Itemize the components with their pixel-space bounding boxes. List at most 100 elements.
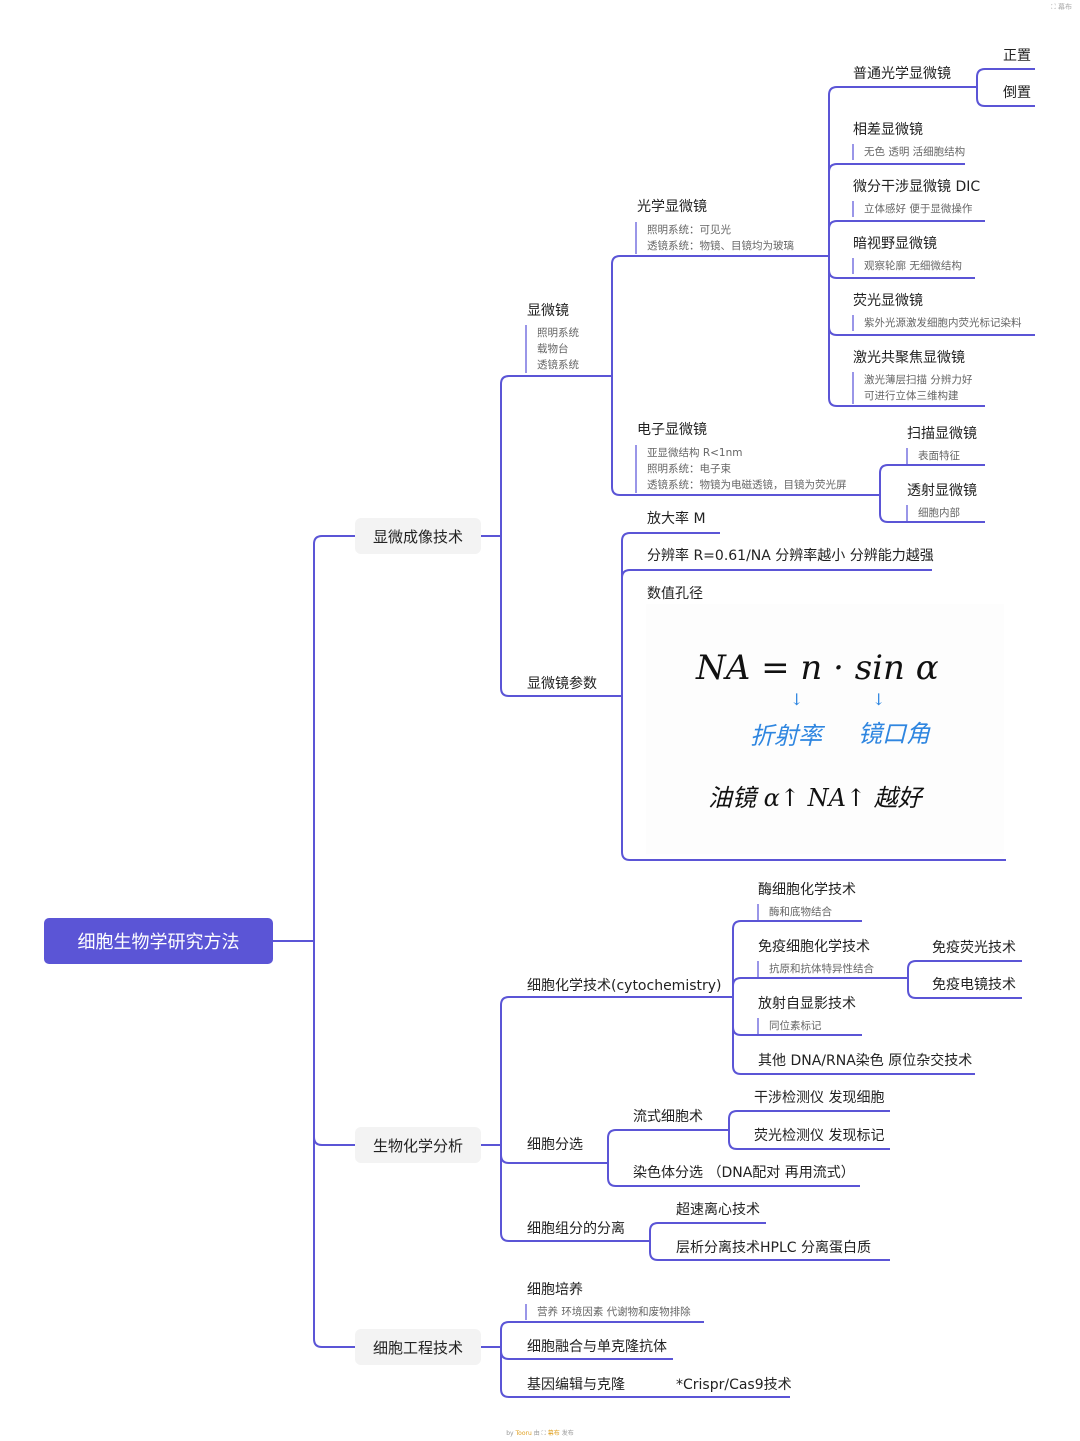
note-phase-contrast: 无色 透明 活细胞结构 (852, 144, 965, 160)
connector (976, 68, 1035, 87)
connector (879, 495, 985, 523)
connector (500, 1145, 650, 1242)
note-sem: 表面特征 (906, 448, 960, 464)
connector (611, 376, 880, 496)
node-biochem[interactable]: 生物化学分析 (355, 1127, 481, 1163)
node-ordinary-optical[interactable]: 普通光学显微镜 (853, 66, 951, 82)
node-electron-microscope[interactable]: 电子显微镜 (637, 422, 707, 438)
node-cytochemistry[interactable]: 细胞化学技术(cytochemistry) (527, 978, 722, 994)
node-microscope-params[interactable]: 显微镜参数 (527, 676, 597, 692)
node-phase-contrast[interactable]: 相差显微镜 (853, 122, 923, 138)
connector (828, 220, 985, 256)
node-gene-editing[interactable]: 基因编辑与克隆 (527, 1377, 625, 1393)
connector (828, 163, 965, 256)
formula-image: NA = n · sin α ↓ ↓ 折射率 镜口角 油镜 α↑ NA↑ 越好 (646, 604, 1004, 854)
node-optical-microscope[interactable]: 光学显微镜 (637, 199, 707, 215)
node-cell-culture[interactable]: 细胞培养 (527, 1282, 583, 1298)
node-other-staining[interactable]: 其他 DNA/RNA染色 原位杂交技术 (758, 1053, 973, 1069)
node-numerical-aperture[interactable]: 数值孔径 (647, 586, 703, 602)
node-interference-detector[interactable]: 干涉检测仪 发现细胞 (754, 1090, 885, 1106)
connector (732, 977, 908, 997)
connector (649, 1222, 766, 1241)
connector (621, 532, 720, 696)
connector (500, 536, 622, 697)
node-dark-field[interactable]: 暗视野显微镜 (853, 236, 937, 252)
formula-equation: NA = n · sin α (696, 648, 939, 688)
node-confocal[interactable]: 激光共聚焦显微镜 (853, 350, 965, 366)
connector (976, 87, 1035, 107)
node-cell-sorting[interactable]: 细胞分选 (527, 1137, 583, 1153)
top-bar: ⛶ 幕布 (1051, 2, 1072, 12)
note-microscope: 照明系统 载物台 透镜系统 (525, 325, 579, 373)
connector (907, 960, 1022, 978)
node-fluorescence[interactable]: 荧光显微镜 (853, 293, 923, 309)
footer-credit: by Tooru 由 ⛶ 幕布 发布 (0, 1428, 1080, 1438)
note-optical: 照明系统：可见光 透镜系统：物镜、目镜均为玻璃 (635, 222, 794, 254)
node-fluorescence-detector[interactable]: 荧光检测仪 发现标记 (754, 1128, 885, 1144)
connector (500, 1347, 790, 1398)
node-immuno-em[interactable]: 免疫电镜技术 (932, 977, 1016, 993)
connector (607, 1129, 729, 1163)
node-label: 细胞工程技术 (372, 1338, 463, 1357)
node-dic[interactable]: 微分干涉显微镜 DIC (853, 179, 981, 195)
node-immuno-cytochem[interactable]: 免疫细胞化学技术 (758, 939, 870, 955)
node-autoradiography[interactable]: 放射自显影技术 (758, 996, 856, 1012)
node-cell-fusion[interactable]: 细胞融合与单克隆抗体 (527, 1339, 667, 1355)
node-enzyme-cytochem[interactable]: 酶细胞化学技术 (758, 882, 856, 898)
connector (879, 464, 985, 495)
node-upright[interactable]: 正置 (1003, 48, 1031, 64)
arrow-n: ↓ (790, 690, 804, 709)
formula-alpha-meaning: 镜口角 (858, 720, 930, 748)
connector (907, 978, 1022, 999)
note-fluorescence: 紫外光源激发细胞内荧光标记染料 (852, 315, 1022, 331)
connector (728, 1130, 890, 1150)
node-imaging[interactable]: 显微成像技术 (355, 518, 481, 554)
node-resolution[interactable]: 分辨率 R=0.61/NA 分辨率越小 分辨能力越强 (647, 548, 934, 564)
connector (313, 941, 355, 1146)
note-dic: 立体感好 便于显微操作 (852, 201, 972, 217)
node-flow-cytometry[interactable]: 流式细胞术 (633, 1109, 703, 1125)
node-magnification[interactable]: 放大率 M (647, 511, 706, 527)
footer-by: by (506, 1430, 514, 1437)
node-engineering[interactable]: 细胞工程技术 (355, 1329, 481, 1365)
footer-author[interactable]: Tooru (515, 1430, 532, 1437)
node-inverted[interactable]: 倒置 (1003, 85, 1031, 101)
note-confocal: 激光薄层扫描 分辨力好 可进行立体三维构建 (852, 372, 972, 404)
node-hplc[interactable]: 层析分离技术HPLC 分离蛋白质 (676, 1240, 871, 1256)
connector (732, 920, 862, 997)
connector (500, 1321, 704, 1347)
connector (828, 86, 977, 256)
note-dark-field: 观察轮廓 无细微结构 (852, 258, 962, 274)
node-crispr[interactable]: *Crispr/Cas9技术 (676, 1377, 792, 1393)
connector (607, 1163, 860, 1187)
connector (313, 535, 355, 941)
note-cell-culture: 营养 环境因素 代谢物和废物排除 (525, 1304, 691, 1320)
footer-via: 由 (533, 1430, 540, 1437)
connector (828, 256, 985, 407)
footer-brand[interactable]: 幕布 (547, 1430, 560, 1437)
expand-icon[interactable]: ⛶ (1050, 3, 1056, 11)
note-electron: 亚显微结构 R<1nm 照明系统：电子束 透镜系统：物镜为电磁透镜，目镜为荧光屏 (635, 445, 847, 493)
connector (732, 997, 975, 1075)
root-label: 细胞生物学研究方法 (77, 932, 240, 953)
brand-label: 幕布 (1058, 3, 1072, 11)
footer-publish: 发布 (561, 1430, 574, 1437)
note-tem: 细胞内部 (906, 505, 960, 521)
arrow-alpha: ↓ (872, 690, 886, 709)
connector (649, 1241, 890, 1261)
node-sem[interactable]: 扫描显微镜 (907, 426, 977, 442)
connector (621, 696, 1006, 861)
node-ultracentrifugation[interactable]: 超速离心技术 (676, 1202, 760, 1218)
brand-logo-icon: ⛶ (541, 1430, 546, 1437)
note-enzyme: 酶和底物结合 (757, 904, 832, 920)
node-microscope[interactable]: 显微镜 (527, 303, 569, 319)
connector (611, 255, 829, 376)
root-node[interactable]: 细胞生物学研究方法 (44, 918, 273, 964)
connector (500, 996, 733, 1145)
node-chromosome-sorting[interactable]: 染色体分选 （DNA配对 再用流式） (633, 1165, 855, 1181)
node-fractionation[interactable]: 细胞组分的分离 (527, 1221, 625, 1237)
node-label: 显微成像技术 (372, 527, 463, 546)
node-tem[interactable]: 透射显微镜 (907, 483, 977, 499)
node-immunofluorescence[interactable]: 免疫荧光技术 (932, 940, 1016, 956)
